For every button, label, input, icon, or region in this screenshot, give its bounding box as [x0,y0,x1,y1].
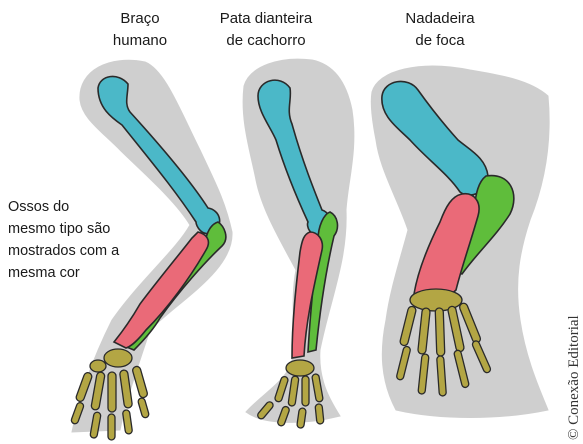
dog-foreleg-skeleton [243,59,354,428]
human-arm-skeleton [70,60,232,440]
seal-flipper-skeleton [371,66,549,417]
